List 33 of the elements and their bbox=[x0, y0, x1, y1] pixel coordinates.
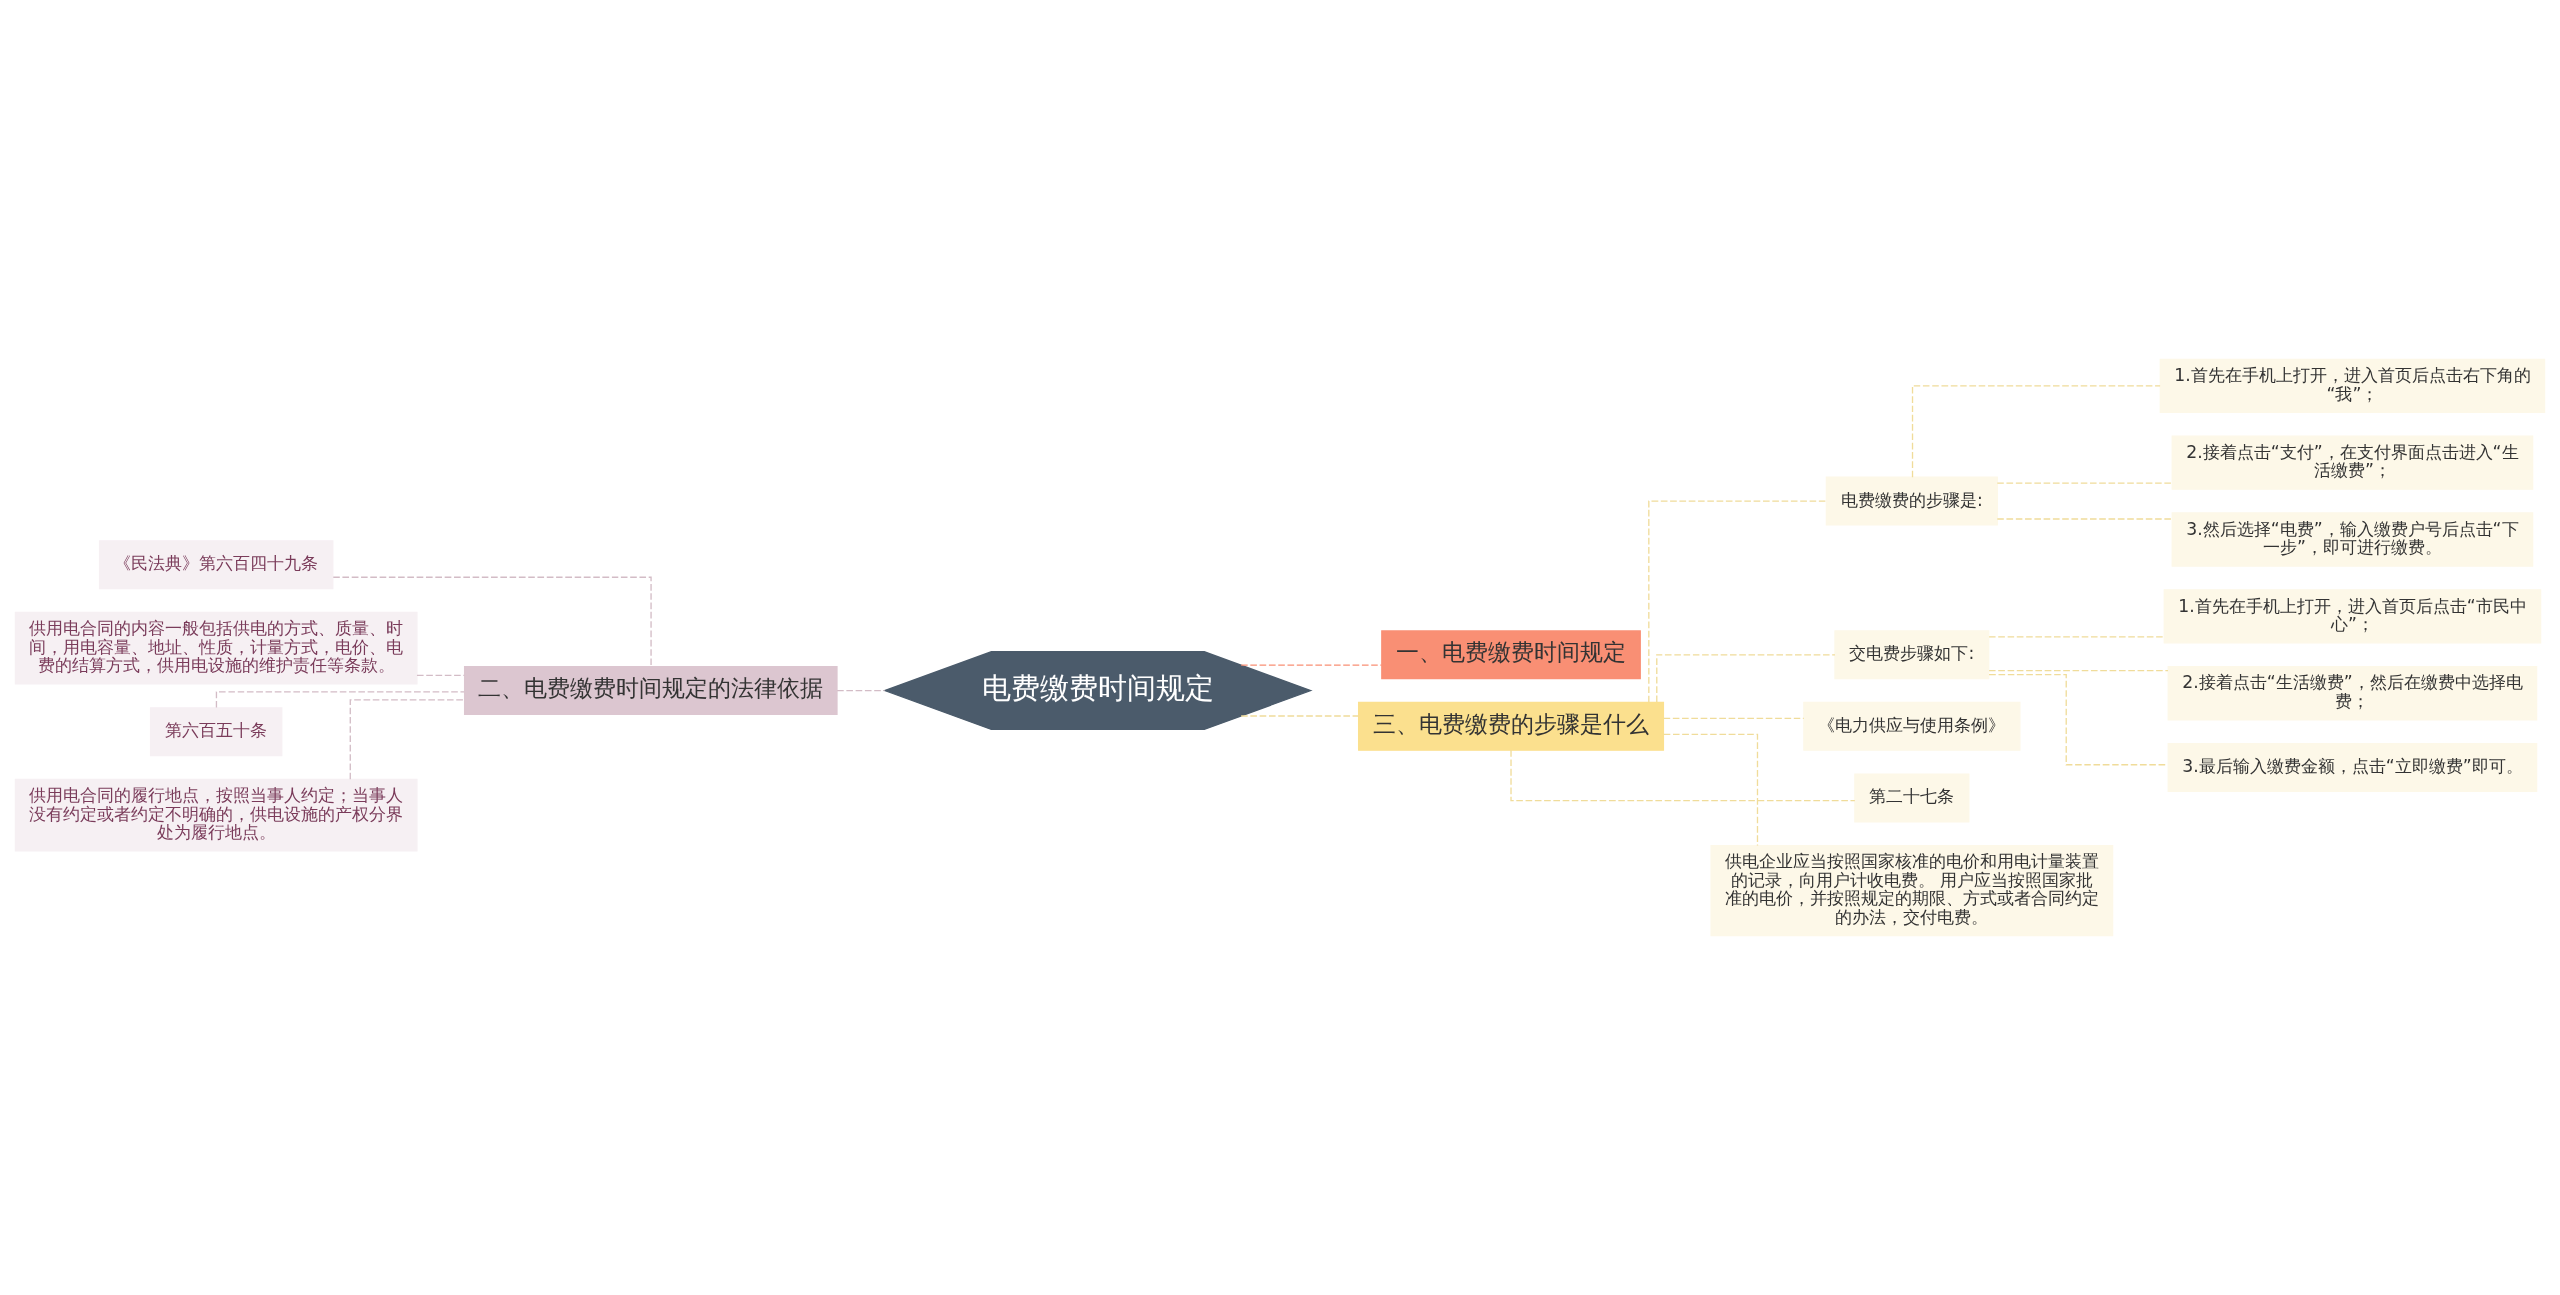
node-box: 交电费步骤如下: bbox=[1834, 630, 1990, 680]
node-box: 三、电费缴费的步骤是什么 bbox=[1357, 701, 1665, 751]
node-box: 2.接着点击“生活缴费”，然后在缴费中选择电费； bbox=[2167, 666, 2538, 721]
node-box: 一、电费缴费时间规定 bbox=[1381, 630, 1641, 680]
node-box: 1.首先在手机上打开，进入首页后点击“市民中心”； bbox=[2163, 589, 2542, 644]
connector bbox=[1240, 715, 1360, 717]
connector bbox=[215, 691, 465, 709]
node-box: 供用电合同的内容一般包括供电的方式、质量、时间，用电容量、地址、性质，计量方式，电价、电费的结算方式，供用电设施的维护责任等条款。 bbox=[14, 611, 418, 685]
connector bbox=[1510, 749, 1856, 802]
node-box: 《电力供应与使用条例》 bbox=[1803, 701, 2021, 751]
node-box: 1.首先在手机上打开，进入首页后点击右下角的“我”； bbox=[2159, 358, 2546, 413]
connector bbox=[1911, 385, 2161, 478]
connector bbox=[1996, 482, 2173, 484]
connector bbox=[1648, 500, 1827, 703]
connector bbox=[416, 674, 465, 676]
connector bbox=[332, 576, 652, 668]
connector bbox=[1988, 670, 2169, 672]
node-box: 第六百五十条 bbox=[149, 707, 283, 757]
node-box: 2.接着点击“支付”，在支付界面点击进入“生活缴费”； bbox=[2171, 435, 2534, 490]
connector bbox=[1663, 717, 1805, 720]
node-box: 二、电费缴费时间规定的法律依据 bbox=[463, 666, 838, 716]
connector bbox=[1240, 664, 1383, 666]
connector bbox=[1656, 654, 1836, 703]
connector bbox=[349, 699, 465, 780]
connector bbox=[1988, 636, 2165, 638]
node-box: 供用电合同的履行地点，按照当事人约定；当事人没有约定或者约定不明确的，供电设施的产权分界处为履行地点。 bbox=[14, 778, 418, 852]
node-box: 电费缴费的步骤是: bbox=[1825, 476, 1998, 526]
connector bbox=[836, 689, 886, 692]
node-box: 供电企业应当按照国家核准的电价和用电计量装置的记录，向用户计收电费。 用户应当按照国家批准的电价，并按照规定的期限、方式或者合同约定的办法，交付电费。 bbox=[1710, 844, 2114, 937]
node-box: 《民法典》第六百四十九条 bbox=[98, 540, 334, 590]
node-box: 第二十七条 bbox=[1854, 773, 1970, 823]
node-box: 3.然后选择“电费”，输入缴费户号后点击“下一步”，即可进行缴费。 bbox=[2171, 512, 2534, 567]
connector bbox=[1996, 518, 2173, 520]
